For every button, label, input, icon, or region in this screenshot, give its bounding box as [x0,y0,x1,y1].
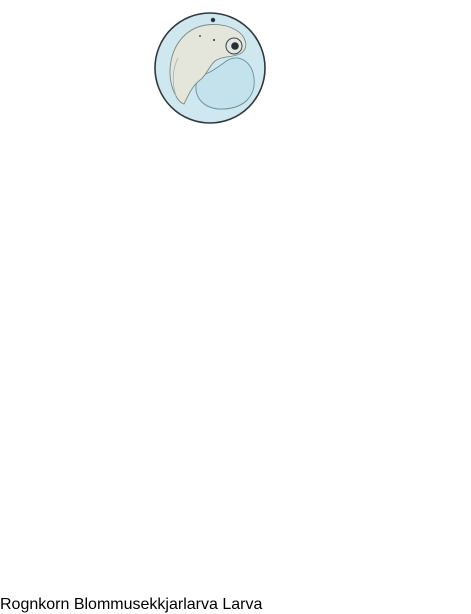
egg-illustration [155,13,265,123]
stage-label-egg: Rognkorn [0,596,69,613]
diagram-canvas [0,0,471,591]
fish-development-diagram: Rognkorn Blommusekkjarlarva [0,0,471,591]
stage-label-yolk-sac-larva: Blommusekkjarlarva [74,596,218,613]
stage-label-larva: Larva [222,596,262,613]
